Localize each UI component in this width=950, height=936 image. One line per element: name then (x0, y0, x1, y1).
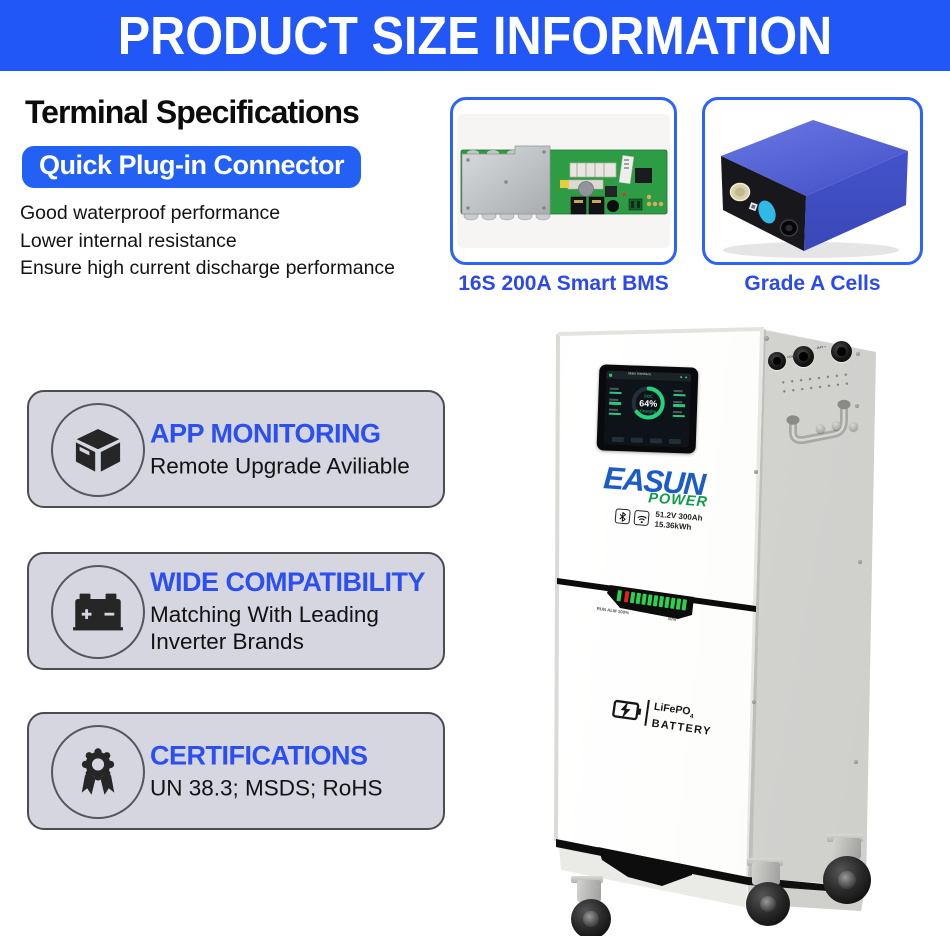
com-port (768, 352, 786, 370)
caster-bracket (752, 862, 780, 885)
side-bump (816, 424, 825, 433)
bms-photo-frame (450, 97, 677, 265)
screen-signal-icon (684, 375, 688, 379)
screen-left-stats (608, 387, 623, 420)
car-battery-icon (73, 593, 123, 631)
caster-bracket (833, 838, 861, 859)
capacity-specs: 51.2V 300Ah 15.36kWh (654, 510, 703, 533)
screw (858, 560, 862, 564)
bluetooth-icon (614, 508, 631, 525)
card-subtitle: UN 38.3; MSDS; RoHS (150, 775, 383, 801)
screen-titlebar: Main Interface (606, 370, 692, 382)
screen-buttons (611, 436, 681, 445)
bat-port-negative (793, 346, 814, 367)
led-indicator-strip (557, 578, 756, 619)
card-title: CERTIFICATIONS (150, 740, 368, 771)
bms-caption: 16S 200A Smart BMS (458, 272, 669, 295)
carry-handle (786, 399, 851, 445)
screen-title: Main Interface (628, 371, 652, 377)
card-icon-circle (51, 403, 145, 497)
logo-divider (644, 699, 650, 726)
screw (855, 404, 859, 408)
screen-battery-icon (679, 375, 683, 379)
page-title: PRODUCT SIZE INFORMATION (117, 5, 833, 66)
screw (856, 352, 860, 356)
cells-caption: Grade A Cells (744, 272, 881, 295)
feature-line: Good waterproof performance (20, 202, 281, 224)
connectivity-specs: 51.2V 300Ah 15.36kWh (614, 506, 703, 533)
card-title: APP MONITORING (150, 418, 381, 449)
screw (754, 470, 758, 474)
screen-right-stats (672, 389, 687, 422)
terminal-specs-heading: Terminal Specifications (25, 94, 360, 130)
caster-wheel-middle (746, 882, 790, 926)
wifi-icon (633, 509, 650, 527)
caster-wheel-left (571, 899, 611, 936)
card-certifications: CERTIFICATIONS UN 38.3; MSDS; RoHS (27, 712, 445, 830)
card-subtitle: Matching With Leading (150, 602, 379, 627)
feature-line: Ensure high current discharge performanc… (20, 257, 396, 279)
side-bump (832, 421, 841, 430)
bat-port-positive (831, 341, 852, 362)
bms-board-image (457, 114, 670, 248)
battery-display-screen: Main Interface SOC (596, 364, 699, 454)
connector-badge: Quick Plug-in Connector (22, 146, 362, 188)
card-icon-circle (51, 725, 145, 819)
screw (764, 336, 769, 341)
ribbon-medal-icon (81, 748, 115, 795)
card-subtitle: Inverter Brands (150, 629, 304, 654)
led-label-right: 10% (667, 616, 677, 623)
card-subtitle: Remote Upgrade Aviliable (150, 453, 410, 479)
screen-status-square (609, 373, 613, 377)
card-title: WIDE COMPATIBILITY (150, 567, 425, 597)
soc-gauge: SOC 64% Charging (631, 386, 665, 420)
soc-value: 64% (639, 398, 657, 409)
lifepo4-logo: LiFePO4 BATTERY (610, 691, 715, 738)
terminal-feature-list: Good waterproof performance Lower intern… (20, 200, 395, 283)
screw (854, 760, 858, 764)
soc-status: Charging (640, 408, 656, 414)
card-app-monitoring: APP MONITORING Remote Upgrade Aviliable (27, 390, 445, 508)
card-wide-compatibility: WIDE COMPATIBILITY Matching With Leading… (27, 552, 445, 670)
brand-logo: EASUN POWER (602, 460, 714, 511)
feature-line: Lower internal resistance (20, 229, 237, 252)
package-box-icon (73, 427, 123, 474)
screw (752, 700, 756, 704)
page-title-banner: PRODUCT SIZE INFORMATION (0, 0, 950, 71)
screen-display: Main Interface SOC (603, 370, 692, 448)
caster-bracket (577, 880, 601, 902)
caster-plate (571, 876, 603, 883)
chem-name: LiFePO4 (653, 700, 694, 721)
battery-cell-image (721, 120, 908, 258)
battery-bolt-icon (612, 699, 642, 720)
cell-photo-frame (702, 97, 923, 265)
caster-wheel-right (823, 856, 871, 904)
side-bump (849, 422, 858, 431)
soc-label: SOC (644, 393, 653, 398)
card-icon-circle (51, 565, 145, 659)
